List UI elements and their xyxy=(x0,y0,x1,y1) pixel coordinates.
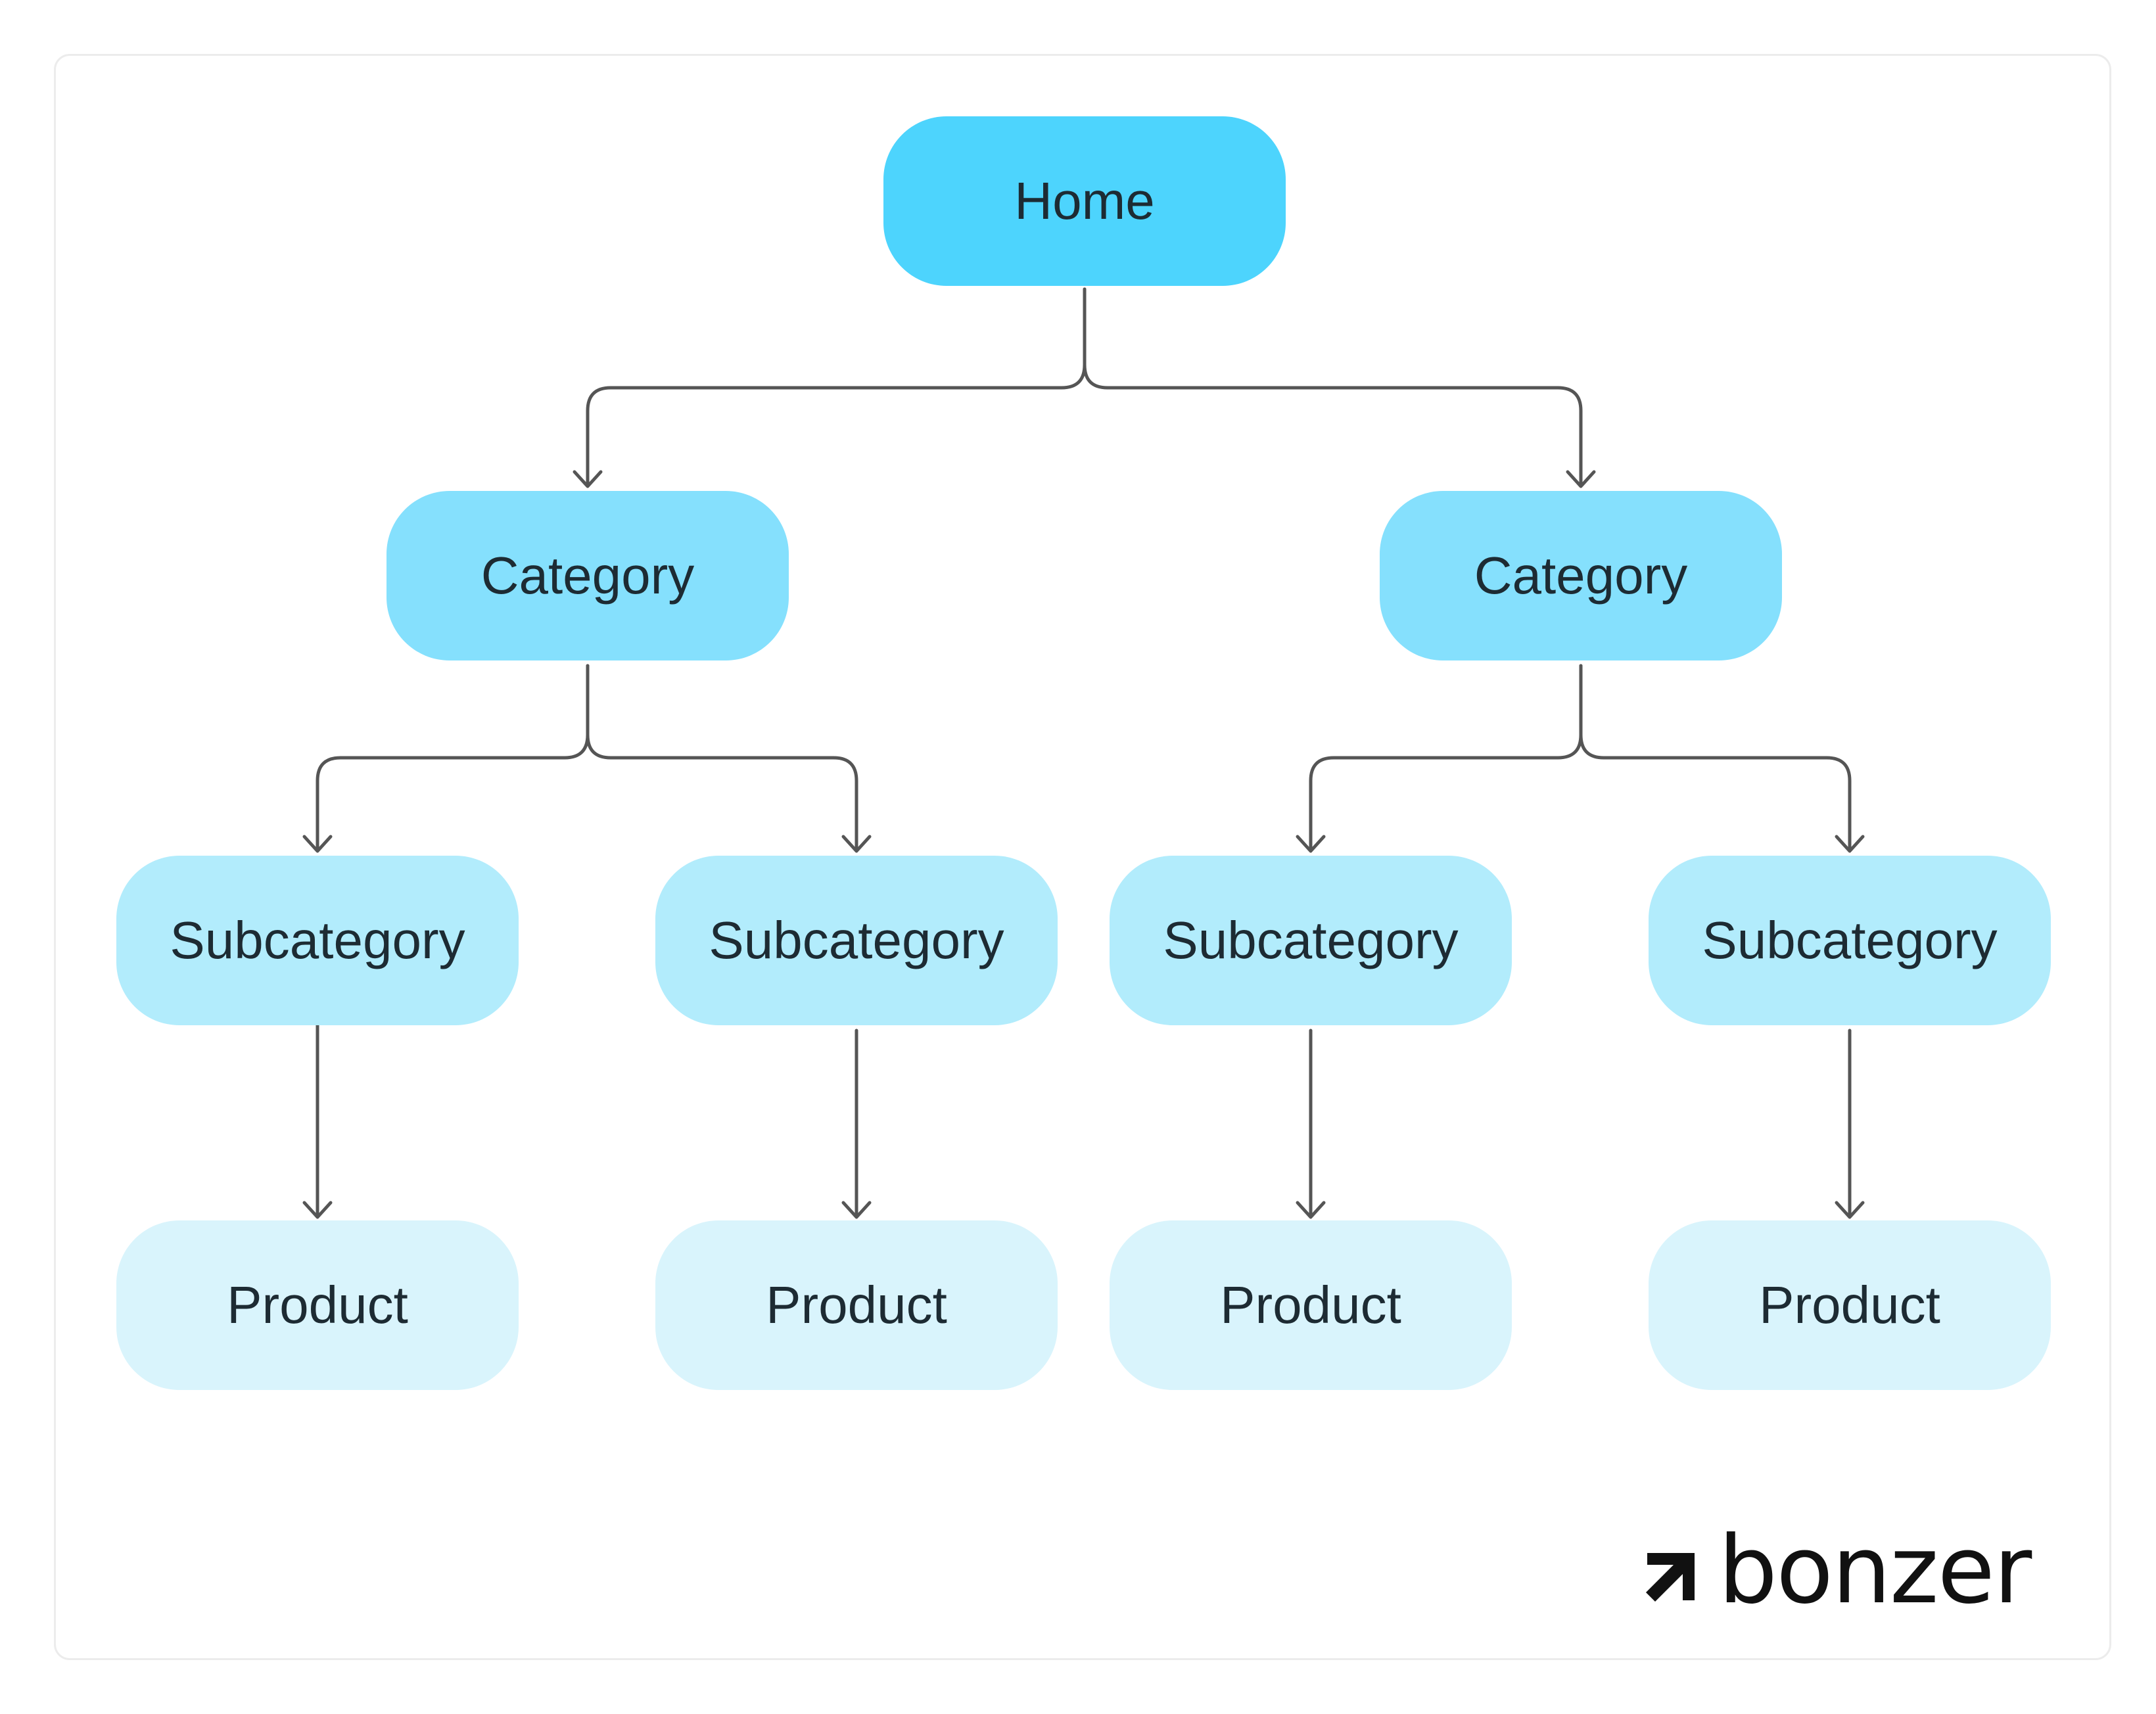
connector-category-1-to-sub-2 xyxy=(586,664,858,852)
arrowhead-product-2 xyxy=(841,1201,872,1219)
node-category-2: Category xyxy=(1380,491,1782,660)
connector-home-to-category-2 xyxy=(1083,287,1583,487)
node-product-4: Product xyxy=(1649,1220,2051,1390)
node-subcategory-2: Subcategory xyxy=(655,856,1058,1025)
arrowhead-product-3 xyxy=(1296,1201,1326,1219)
node-subcategory-3-label: Subcategory xyxy=(1163,911,1459,969)
node-product-3-label: Product xyxy=(1220,1276,1401,1334)
arrowhead-product-1 xyxy=(302,1201,333,1219)
arrowhead-category-2 xyxy=(1566,470,1596,488)
node-subcategory-4: Subcategory xyxy=(1649,856,2051,1025)
node-product-2: Product xyxy=(655,1220,1058,1390)
connector-category-2-to-sub-3 xyxy=(1309,664,1583,852)
node-subcategory-4-label: Subcategory xyxy=(1702,911,1998,969)
node-category-2-label: Category xyxy=(1474,546,1688,605)
arrowhead-sub-1 xyxy=(302,835,333,853)
node-product-1-label: Product xyxy=(227,1276,408,1334)
node-category-1-label: Category xyxy=(480,546,695,605)
arrow-up-right-icon xyxy=(1646,1553,1695,1602)
brand-name: bonzer xyxy=(1718,1516,2032,1625)
node-subcategory-3: Subcategory xyxy=(1110,856,1512,1025)
node-home-label: Home xyxy=(1014,172,1155,230)
node-product-2-label: Product xyxy=(766,1276,947,1334)
arrowhead-category-1 xyxy=(573,470,603,488)
brand-logo: bonzer xyxy=(1643,1516,2032,1625)
arrowhead-product-4 xyxy=(1835,1201,1865,1219)
node-subcategory-1: Subcategory xyxy=(116,856,519,1025)
node-subcategory-2-label: Subcategory xyxy=(709,911,1004,969)
node-subcategory-1-label: Subcategory xyxy=(170,911,465,969)
node-home: Home xyxy=(883,116,1286,286)
node-product-1: Product xyxy=(116,1220,519,1390)
node-category-1: Category xyxy=(387,491,789,660)
connector-category-1-to-sub-1 xyxy=(316,664,590,852)
arrowhead-sub-3 xyxy=(1296,835,1326,853)
arrowhead-sub-4 xyxy=(1835,835,1865,853)
connector-category-2-to-sub-4 xyxy=(1579,664,1852,852)
node-product-4-label: Product xyxy=(1759,1276,1940,1334)
node-product-3: Product xyxy=(1110,1220,1512,1390)
arrowhead-sub-2 xyxy=(841,835,872,853)
connector-home-to-category-1 xyxy=(586,287,1087,487)
